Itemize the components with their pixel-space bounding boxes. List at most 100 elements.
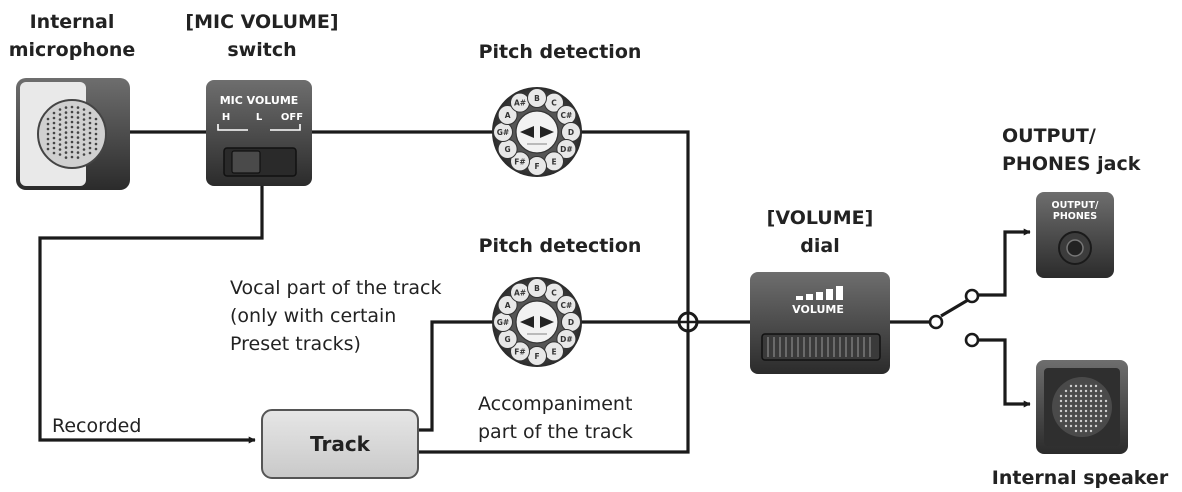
- grille-dot: [94, 137, 98, 141]
- speaker-dot: [1084, 414, 1088, 418]
- speaker-dot: [1069, 414, 1073, 418]
- pitch-note-label: E: [551, 157, 556, 166]
- mic-switch-face-text: MIC VOLUME: [220, 94, 299, 107]
- pitch-detection-bottom-label: Pitch detection: [479, 235, 642, 257]
- pitch-note-label: G#: [497, 128, 509, 137]
- speaker-dot: [1064, 424, 1068, 428]
- speaker-dot: [1079, 394, 1083, 398]
- speaker-dot: [1104, 409, 1108, 413]
- speaker-dot: [1069, 409, 1073, 413]
- pitch-note-label: E: [551, 347, 556, 356]
- speaker-dot: [1074, 424, 1078, 428]
- grille-dot: [82, 128, 86, 131]
- speaker-dot: [1094, 414, 1098, 418]
- mic-grille-dots: [46, 105, 98, 159]
- grille-dot: [64, 121, 68, 124]
- speaker-dot: [1094, 409, 1098, 413]
- speaker-dot: [1074, 429, 1078, 433]
- track-label: Track: [310, 432, 371, 456]
- speaker-dot: [1069, 384, 1073, 388]
- pitch-note-cell: [527, 88, 547, 108]
- speaker-dot: [1079, 409, 1083, 413]
- grille-dot: [76, 141, 80, 144]
- grille-dot: [52, 116, 56, 120]
- pitch-note-cell: [556, 139, 577, 159]
- grille-dot: [64, 151, 68, 154]
- speaker-dot: [1064, 414, 1068, 418]
- pitch-note-label: B: [534, 94, 540, 103]
- output-jack-label-line1: OUTPUT/: [1002, 125, 1096, 147]
- speaker-dot: [1074, 399, 1078, 403]
- grille-dot: [46, 127, 50, 131]
- jack-face-text-line2: PHONES: [1053, 211, 1097, 222]
- grille-dot: [70, 135, 74, 139]
- volume-face-text: VOLUME: [792, 303, 844, 316]
- grille-dot: [64, 126, 68, 129]
- pitch-note-label: D: [568, 128, 574, 137]
- pitch-note-label: D: [568, 318, 574, 327]
- grille-dot: [82, 133, 86, 136]
- speaker-dot: [1104, 399, 1108, 403]
- mix-junction-cross: [679, 313, 697, 331]
- wire-to-output-jack: [978, 228, 1031, 297]
- pitch-note-label: C: [551, 99, 557, 108]
- speaker-dot: [1074, 394, 1078, 398]
- grille-dot: [46, 137, 50, 141]
- grille-dot: [82, 123, 86, 126]
- pitch-note-cell: [527, 278, 547, 298]
- speaker-dot: [1099, 399, 1103, 403]
- grille-dot: [64, 156, 68, 159]
- grille-dot: [94, 142, 98, 146]
- grille-dot: [70, 115, 74, 119]
- speaker-dot: [1064, 409, 1068, 413]
- speaker-dot: [1069, 404, 1073, 408]
- speaker-dot: [1084, 394, 1088, 398]
- grille-dot: [88, 121, 92, 125]
- pitch-wheel-hub: [515, 110, 559, 154]
- grille-dot: [52, 146, 56, 150]
- speaker-dot: [1064, 399, 1068, 403]
- grille-dot: [58, 128, 62, 131]
- speaker-dot: [1079, 389, 1083, 393]
- speaker-dot: [1069, 399, 1073, 403]
- pitch-detection-wheel-bottom: CC#DD#EFF#GG#AA#B: [492, 277, 582, 367]
- grille-dot: [88, 131, 92, 135]
- grille-dot: [82, 153, 86, 156]
- grille-dot: [64, 111, 68, 114]
- grille-dot: [76, 111, 80, 114]
- selector-terminal-speaker: [964, 332, 980, 348]
- pitch-note-label: F: [534, 352, 539, 361]
- grille-dot: [70, 145, 74, 149]
- grille-dot: [46, 142, 50, 146]
- speaker-dot: [1089, 394, 1093, 398]
- grille-dot: [70, 110, 74, 114]
- grille-dot: [58, 133, 62, 136]
- mic-switch-label-line1: [MIC VOLUME]: [185, 11, 338, 33]
- grille-dot: [88, 146, 92, 150]
- pitch-note-label: F#: [514, 347, 525, 356]
- pitch-arrow-left-icon: [540, 316, 554, 328]
- mic-switch-label-line2: switch: [227, 39, 296, 61]
- pitch-note-label: A: [505, 301, 511, 310]
- jack-face-text-line1: OUTPUT/: [1052, 200, 1099, 211]
- grille-dot: [70, 155, 74, 159]
- speaker-dot: [1069, 394, 1073, 398]
- speaker-grille: [1052, 377, 1112, 437]
- speaker-dot: [1099, 389, 1103, 393]
- speaker-dot: [1074, 389, 1078, 393]
- grille-dot: [88, 126, 92, 130]
- volume-dial-label-line1: [VOLUME]: [767, 207, 874, 229]
- grille-dot: [76, 146, 80, 149]
- speaker-dot: [1064, 389, 1068, 393]
- speaker-dot: [1059, 394, 1063, 398]
- grille-dot: [82, 143, 86, 146]
- pitch-note-cell: [497, 295, 518, 315]
- speaker-dot: [1094, 424, 1098, 428]
- mic-switch-knob: [231, 150, 261, 174]
- speaker-dot: [1059, 419, 1063, 423]
- grille-dot: [58, 153, 62, 156]
- pitch-detection-wheel-top: CC#DD#EFF#GG#AA#B: [492, 87, 582, 177]
- grille-dot: [52, 141, 56, 145]
- grille-dot: [76, 106, 80, 109]
- speaker-dot: [1064, 419, 1068, 423]
